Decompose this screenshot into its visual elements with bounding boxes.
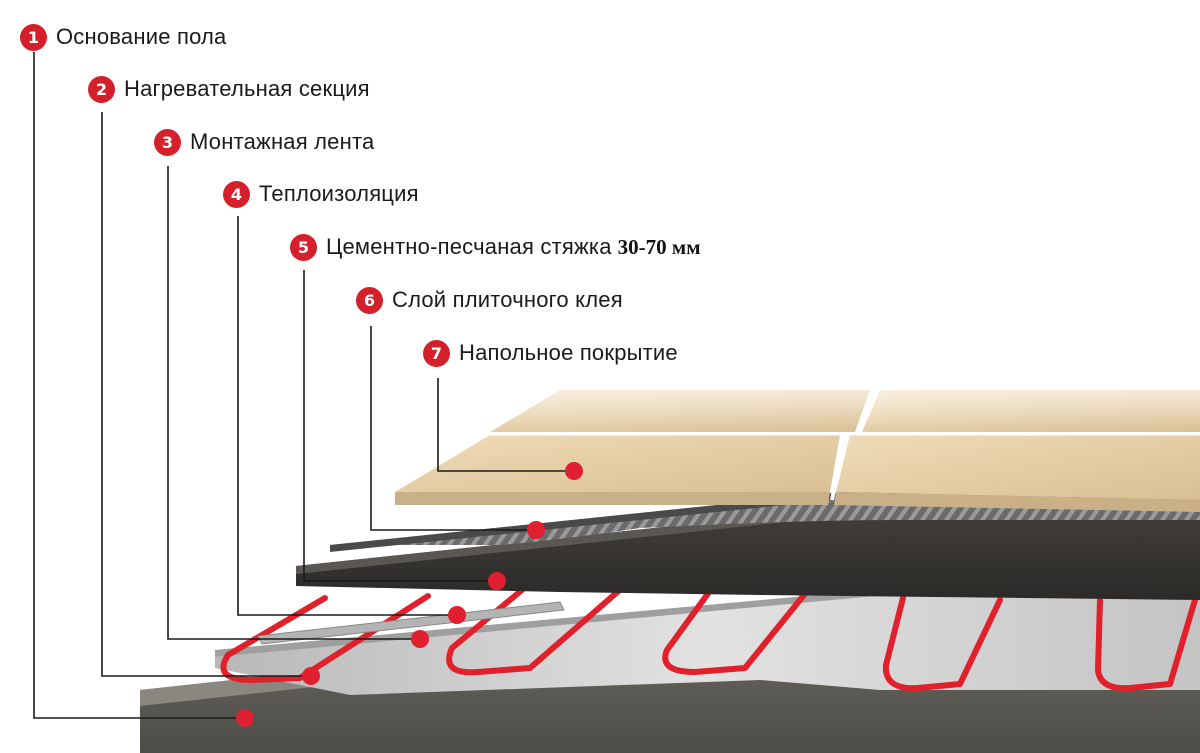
layer-label-text-5: Цементно-песчаная стяжка [326, 234, 612, 259]
layer-label-text-2: Нагревательная секция [124, 76, 370, 101]
layer-label-3: 3 Монтажная лента [154, 125, 374, 159]
layer-label-text-1: Основание пола [56, 24, 227, 49]
top-fade [0, 360, 1200, 430]
layer-label-2: 2 Нагревательная секция [88, 72, 370, 106]
number-badge-1: 1 [20, 23, 47, 51]
leader-line-3 [167, 166, 420, 640]
number-badge-3: 3 [154, 128, 181, 156]
leader-dot-3 [411, 630, 429, 648]
leader-dot-2 [302, 667, 320, 685]
leader-dot-7 [565, 462, 583, 480]
layer-label-text-3: Монтажная лента [190, 129, 375, 154]
leader-line-4 [237, 216, 457, 616]
number-badge-2: 2 [88, 75, 115, 103]
leader-line-7 [437, 378, 574, 472]
number-badge-5: 5 [290, 233, 317, 261]
screed-thickness: 30-70 мм [617, 234, 701, 259]
layer-label-4: 4 Теплоизоляция [223, 177, 419, 211]
leader-line-2 [101, 112, 311, 677]
heating-cable [220, 585, 1198, 692]
layer-label-text-7: Напольное покрытие [459, 340, 678, 365]
leader-dot-6 [527, 521, 545, 539]
leader-line-1 [33, 52, 245, 719]
leader-dots [236, 462, 583, 727]
leader-line-6 [370, 326, 536, 531]
number-badge-7: 7 [423, 339, 450, 367]
leader-dot-4 [448, 606, 466, 624]
layer-label-7: 7 Напольное покрытие [423, 336, 678, 370]
leader-dot-5 [488, 572, 506, 590]
layer-label-1: 1 Основание пола [20, 20, 227, 54]
leader-dot-1 [236, 709, 254, 727]
layer-label-5: 5 Цементно-песчаная стяжка 30-70 мм [290, 230, 701, 264]
layer-label-text-4: Теплоизоляция [259, 181, 419, 206]
leader-lines [33, 52, 574, 719]
number-badge-6: 6 [356, 286, 383, 314]
leader-line-5 [303, 270, 497, 582]
layer-label-text-6: Слой плиточного клея [392, 287, 623, 312]
number-badge-4: 4 [223, 180, 250, 208]
layer-label-6: 6 Слой плиточного клея [356, 283, 623, 317]
